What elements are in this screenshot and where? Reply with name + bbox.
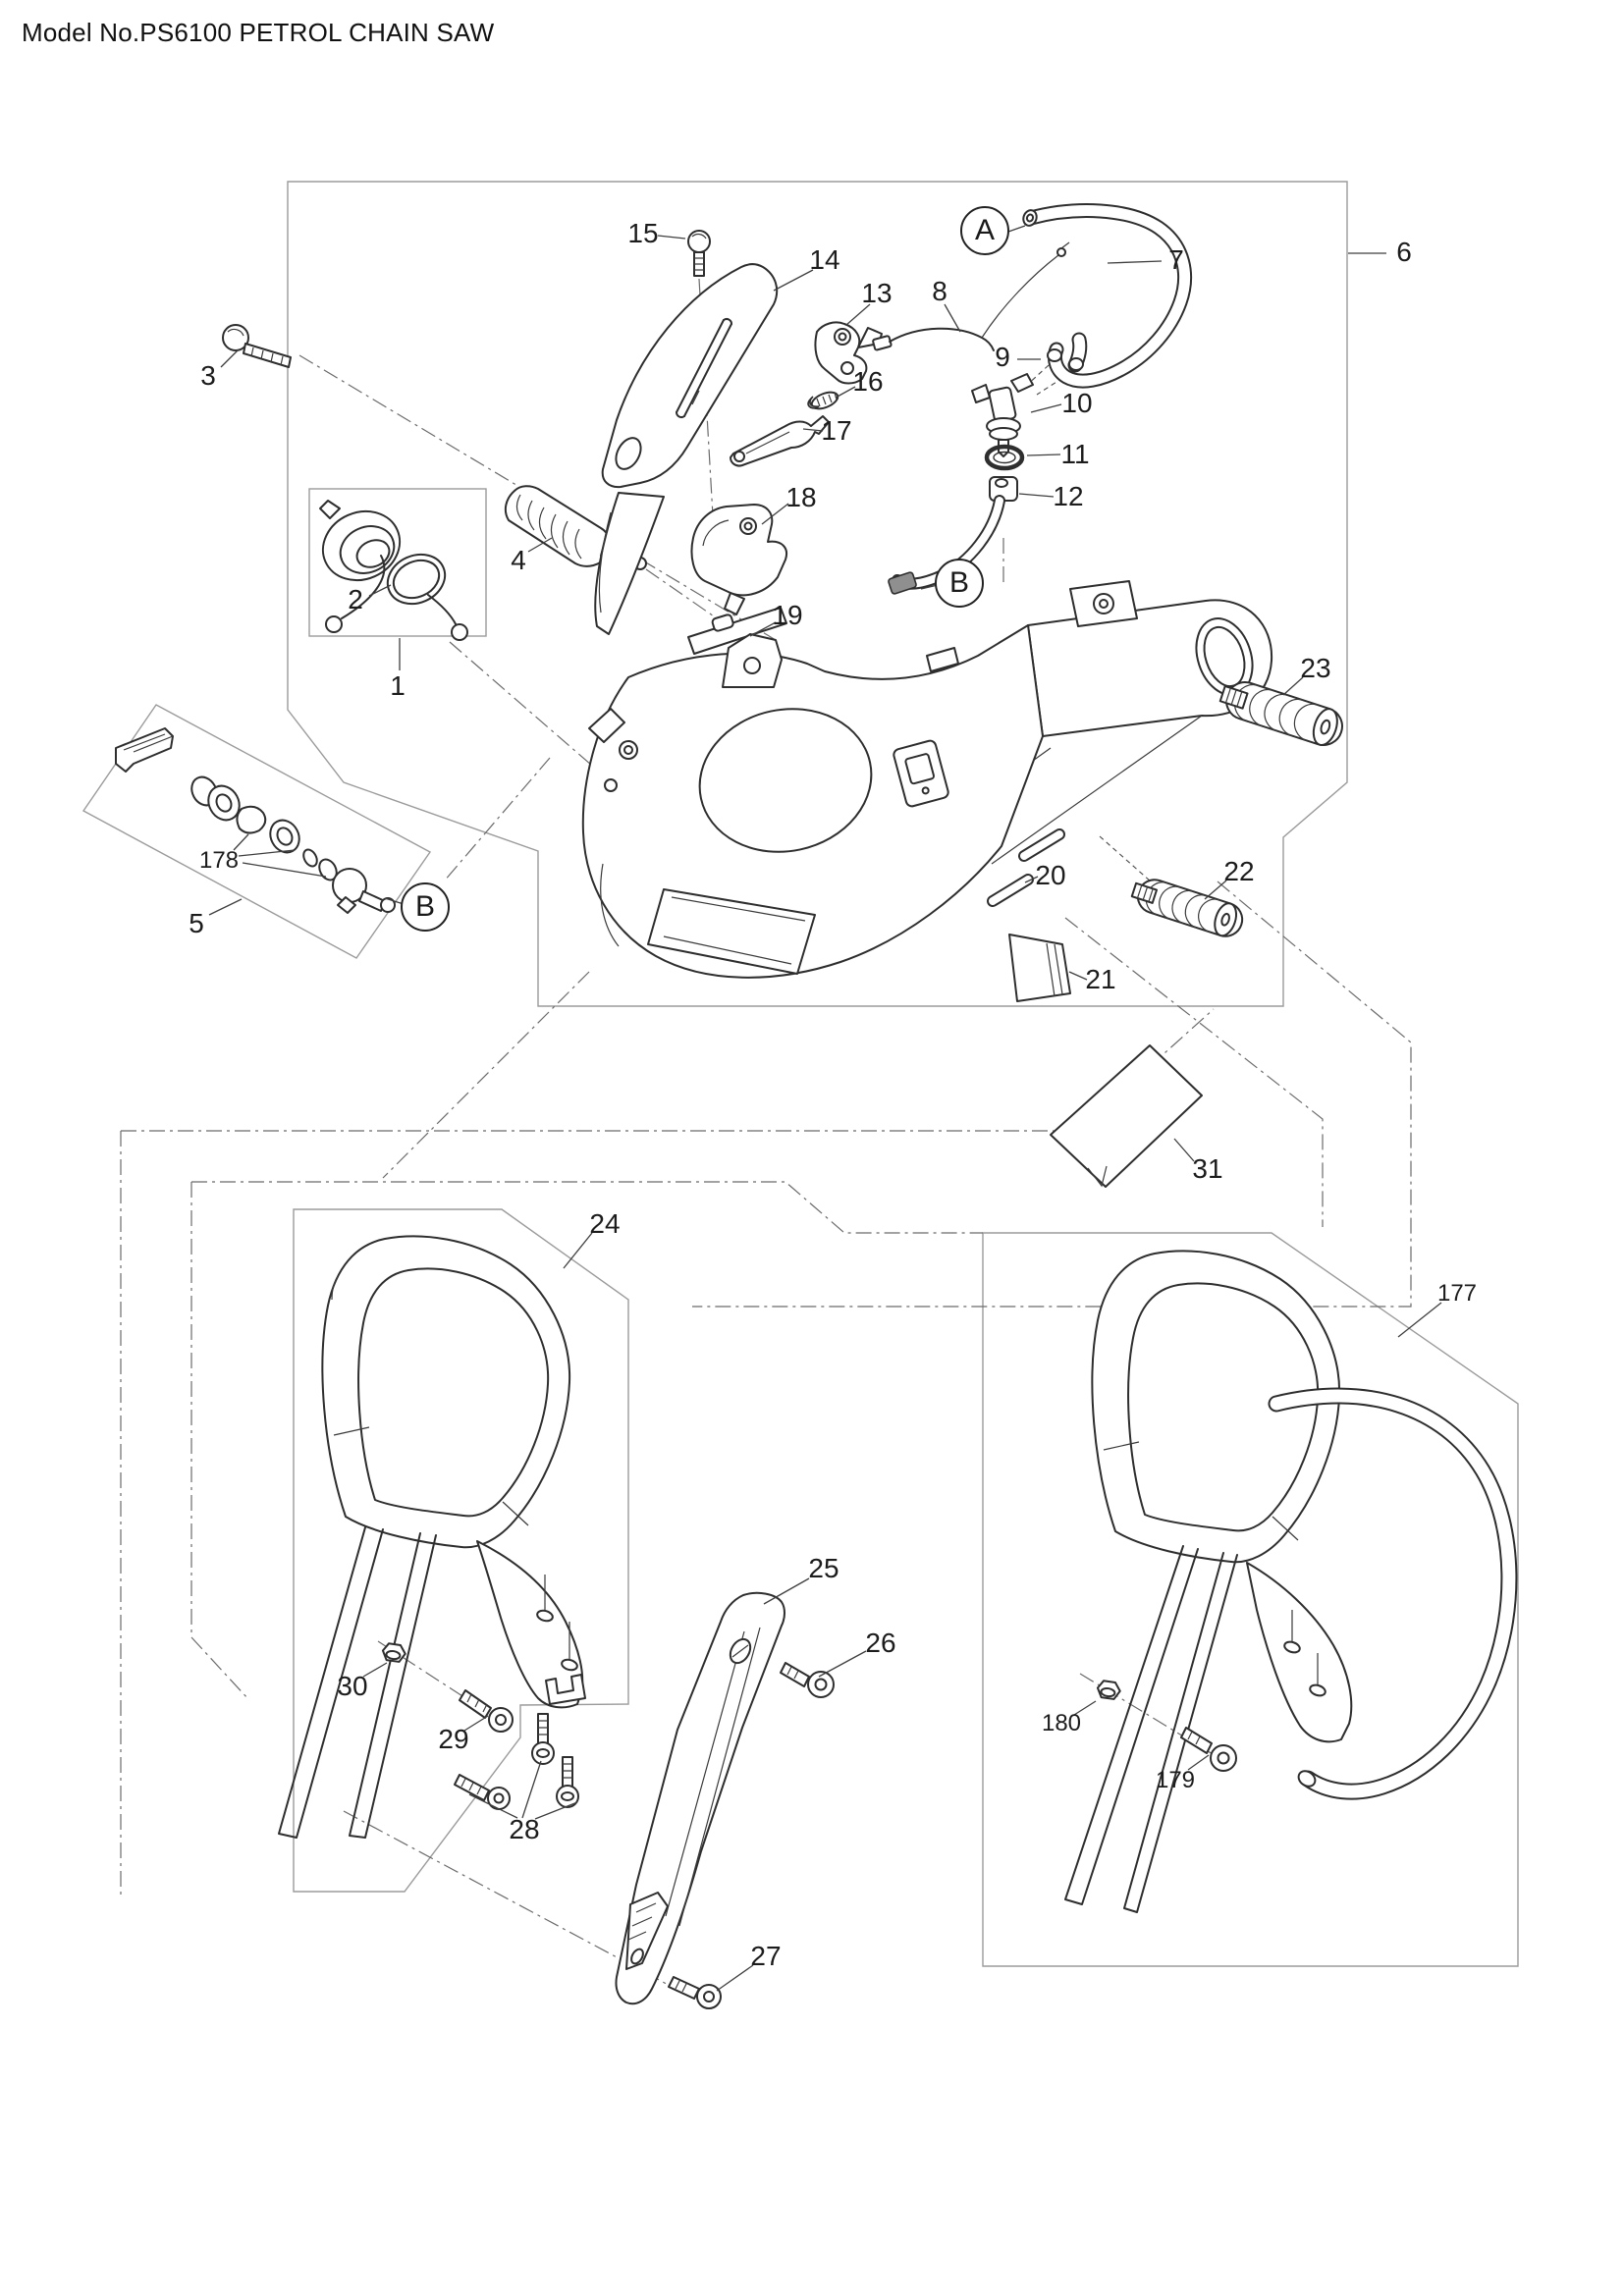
callout-21: 21 [1085,964,1116,994]
callout-14: 14 [809,244,840,275]
o-ring-11 [984,444,1025,471]
lever-17 [730,415,830,467]
badge-B-hose: B [935,559,984,608]
callout-7: 7 [1168,244,1184,275]
page-title: Model No.PS6100 PETROL CHAIN SAW [22,18,495,47]
callout-26: 26 [865,1628,896,1658]
callout-15: 15 [627,218,659,248]
label-plate-31 [1050,1044,1203,1188]
fasteners-28-29-30 [381,1642,579,1810]
fuel-cap-assembly [319,500,468,641]
callout-11: 11 [1060,439,1090,469]
callout-6: 6 [1396,237,1412,267]
callout-24: 24 [589,1208,621,1239]
callout-18: 18 [785,482,817,512]
callout-177: 177 [1436,1280,1478,1307]
spring-16 [807,391,839,410]
callout-10: 10 [1061,388,1093,418]
callout-19: 19 [772,600,803,630]
main-body-housing [581,580,1273,979]
spring-22 [1130,879,1244,937]
purge-valve-10 [971,373,1034,457]
callout-27: 27 [750,1941,782,1971]
throttle-cable-8 [872,241,1070,351]
leader-lines [208,225,1442,1992]
pins-20 [987,828,1065,907]
callout-17: 17 [821,415,852,446]
callout-31: 31 [1192,1153,1223,1184]
screw-3 [222,324,292,368]
callout-1: 1 [390,670,406,701]
callout-30: 30 [337,1671,368,1701]
callout-180: 180 [1041,1710,1082,1736]
callout-179: 179 [1155,1767,1196,1793]
spring-23 [1218,681,1343,746]
top-cover-14 [594,230,779,635]
cushion-21 [1008,934,1071,1002]
callout-25: 25 [808,1553,839,1583]
callout-3: 3 [200,360,216,391]
callout-22: 22 [1223,856,1255,886]
callout-5: 5 [189,908,204,938]
callout-9: 9 [995,342,1010,372]
front-handle-177 [1064,1250,1518,1913]
callout-12: 12 [1053,481,1084,511]
trigger-18 [690,504,787,615]
bracket-13 [814,321,883,385]
front-handle-24 [278,1235,586,1839]
badge-A: A [960,206,1009,255]
guard-trim-25 [615,1591,835,2009]
callout-2: 2 [348,584,363,614]
group-boxes [81,181,1519,1967]
callout-23: 23 [1300,653,1331,683]
callout-13: 13 [861,278,893,308]
badge-B-shaft: B [401,882,450,932]
callout-29: 29 [438,1724,469,1754]
callout-4: 4 [511,545,526,575]
callout-178: 178 [198,847,240,874]
handle-tube-7 [1022,203,1193,389]
shaft-parts-5 [115,727,396,914]
callout-20: 20 [1035,860,1066,890]
callout-28: 28 [509,1814,540,1844]
callout-16: 16 [852,366,884,397]
callout-8: 8 [932,276,947,306]
